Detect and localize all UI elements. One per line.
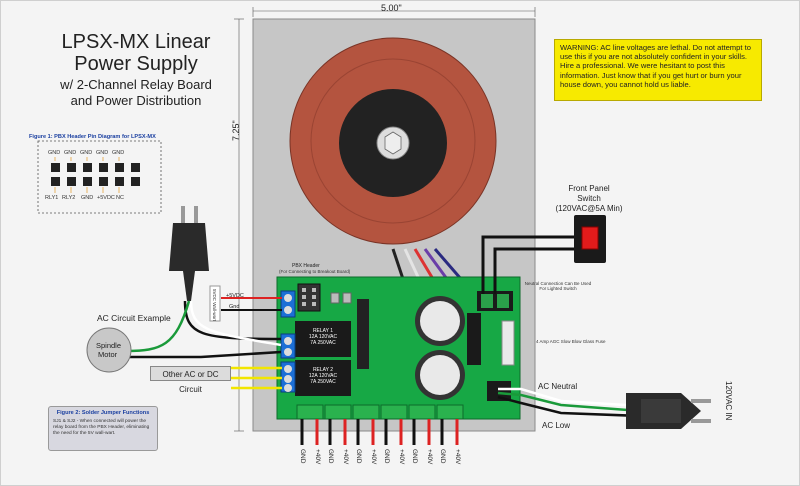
gnd-label: Gnd bbox=[229, 304, 240, 310]
mounting-bolt bbox=[384, 131, 402, 155]
power-module bbox=[467, 313, 481, 365]
pin-top-5: GND bbox=[112, 150, 125, 156]
ac-low-label: AC Low bbox=[542, 421, 571, 430]
pin-top-3: GND bbox=[80, 150, 93, 156]
wall-wart-label: 5VDC Wall-wart bbox=[212, 289, 217, 321]
pin-top-1: GND bbox=[48, 150, 61, 156]
width-label: 5.00" bbox=[381, 3, 402, 13]
relay-1-body bbox=[295, 321, 351, 357]
ac-plug-left bbox=[169, 206, 209, 301]
output-label: GND bbox=[299, 449, 306, 464]
figure2-title: Figure 2: Solder Jumper Functions bbox=[56, 410, 150, 416]
output-label: +40V bbox=[426, 449, 433, 465]
spindle-motor bbox=[86, 327, 132, 373]
figure1-box bbox=[37, 140, 162, 214]
motor-label: Motor bbox=[98, 350, 118, 359]
fuse bbox=[501, 320, 515, 366]
output-terminals bbox=[296, 404, 464, 420]
output-label: GND bbox=[383, 449, 390, 464]
ac-entry-terminal bbox=[487, 381, 511, 401]
height-label: 7.25" bbox=[231, 120, 241, 141]
bridge-rectifier bbox=[357, 299, 369, 369]
120vac-in-label: 120VAC IN bbox=[724, 381, 733, 421]
pin-bottom-2: RLY2 bbox=[62, 195, 76, 201]
wall-wart bbox=[209, 285, 221, 322]
pin-bottom-4: +5VDC bbox=[97, 195, 115, 201]
output-label: +40V bbox=[342, 449, 349, 465]
output-label: +40V bbox=[314, 449, 321, 465]
title-line3: w/ 2-Channel Relay Board bbox=[60, 77, 212, 92]
ac-circuit-label: AC Circuit Example bbox=[97, 313, 171, 323]
pbx-header-sublabel: (For Connecting to Breakout Board) bbox=[279, 269, 351, 274]
pin-bottom-5: NC bbox=[116, 195, 124, 201]
pbx-header-connector bbox=[297, 283, 321, 312]
title-line1: LPSX-MX Linear bbox=[61, 31, 211, 53]
title-line2: Power Supply bbox=[74, 53, 198, 75]
ac-plug-right bbox=[626, 393, 711, 429]
output-label: GND bbox=[411, 449, 418, 464]
pbx-header-label: PBX Header bbox=[292, 263, 320, 269]
pin-bottom-1: RLY1 bbox=[45, 195, 59, 201]
pin-bottom-3: GND bbox=[81, 195, 94, 201]
output-label: +40V bbox=[370, 449, 377, 465]
figure1-title: Figure 1: PBX Header Pin Diagram for LPS… bbox=[29, 134, 156, 140]
ac-neutral-label: AC Neutral bbox=[538, 382, 578, 391]
output-label: GND bbox=[439, 449, 446, 464]
output-label: GND bbox=[327, 449, 334, 464]
plus5v-label: +5VDC bbox=[226, 293, 244, 299]
pin-top-2: GND bbox=[64, 150, 77, 156]
figure2-box bbox=[48, 406, 158, 451]
title-line4: and Power Distribution bbox=[70, 93, 202, 108]
fuse-label: 4 Amp AGC Slow Blow Glass Fuse bbox=[536, 339, 606, 344]
spindle-label: Spindle bbox=[96, 341, 122, 350]
relay-2-body bbox=[295, 360, 351, 396]
width-dimension bbox=[252, 7, 536, 17]
warning-box: WARNING: AC line voltages are lethal. Do… bbox=[554, 39, 762, 101]
output-label: +40V bbox=[398, 449, 405, 465]
height-dimension bbox=[234, 18, 244, 432]
figure2-body: SJ1 & SJ2 - When connected will power th… bbox=[53, 419, 150, 436]
neutral-connection-label: Neutral Connection Can Be Used For Light… bbox=[524, 281, 592, 291]
pbx-header-pins bbox=[51, 163, 140, 186]
output-label: +40V bbox=[454, 449, 461, 465]
pin-top-4: GND bbox=[96, 150, 109, 156]
output-label: GND bbox=[355, 449, 362, 464]
output-wires bbox=[300, 419, 459, 445]
other-circuit-box: Other AC or DC Circuit bbox=[150, 366, 231, 394]
